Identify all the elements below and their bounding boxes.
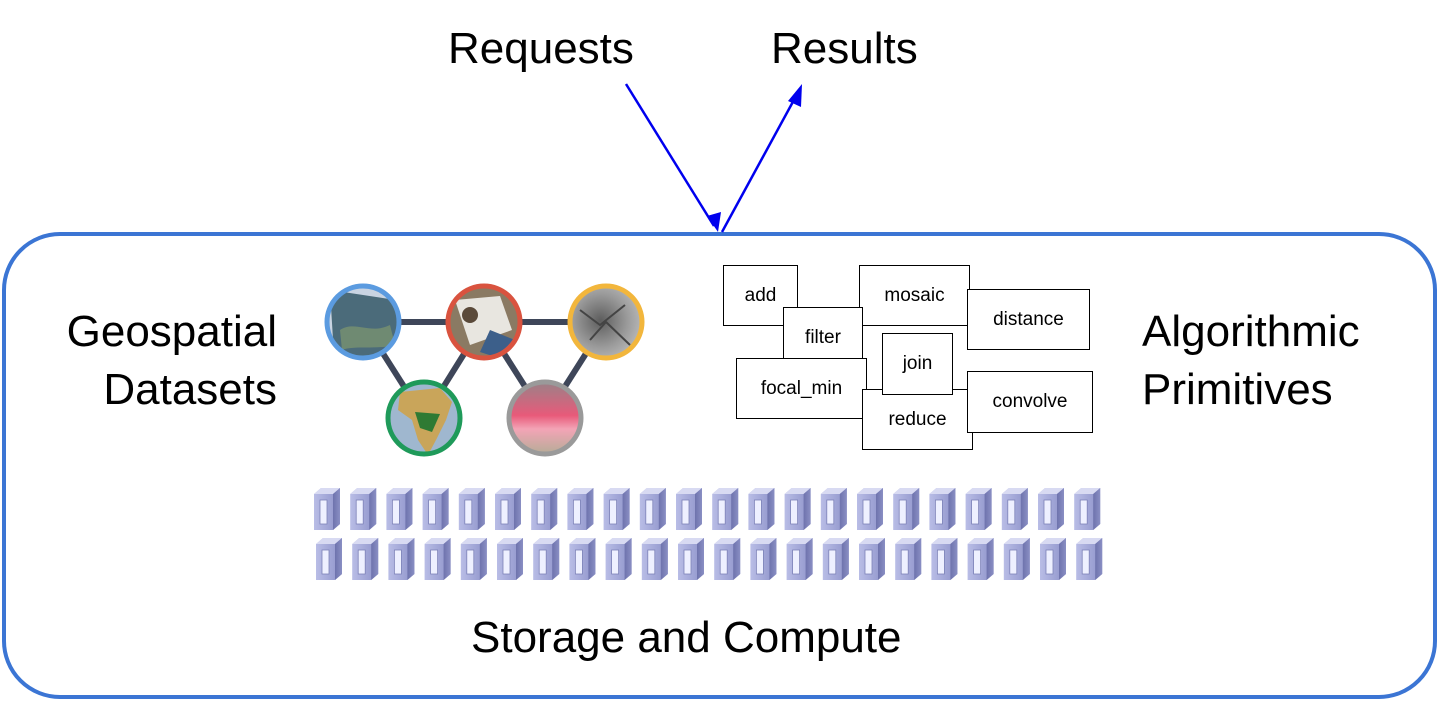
server-icon xyxy=(711,487,739,531)
server-icon xyxy=(313,487,341,531)
server-icon xyxy=(820,487,848,531)
primitive-focal-min: focal_min xyxy=(736,358,867,419)
server-icon xyxy=(422,487,450,531)
atmospheric-profile-image xyxy=(506,379,584,457)
algorithmic-primitives-label: Algorithmic Primitives xyxy=(1142,307,1360,414)
server-icon xyxy=(858,537,886,581)
server-icon xyxy=(315,537,343,581)
server-icon xyxy=(1075,537,1103,581)
server-icon xyxy=(569,537,596,581)
server-icon xyxy=(750,537,777,581)
server-icon xyxy=(1001,487,1029,531)
server-icon xyxy=(458,487,486,531)
server-icon xyxy=(351,537,379,581)
primitive-reduce: reduce xyxy=(862,389,973,450)
server-icon xyxy=(494,487,522,531)
satellite-scene-image xyxy=(324,283,402,361)
server-icon xyxy=(713,537,741,581)
server-icon xyxy=(532,537,560,581)
server-icon xyxy=(349,487,377,531)
system-container xyxy=(2,232,1437,699)
primitive-distance: distance xyxy=(967,289,1090,350)
server-icon xyxy=(424,537,452,581)
server-icon xyxy=(1037,487,1065,531)
server-icon xyxy=(387,537,415,581)
requests-arrow xyxy=(624,83,716,227)
server-icon xyxy=(675,487,703,531)
server-icon xyxy=(1073,487,1101,531)
server-icon xyxy=(567,487,594,531)
server-icon xyxy=(496,537,524,581)
primitive-convolve: convolve xyxy=(967,371,1093,433)
server-icon xyxy=(822,537,850,581)
requests-label: Requests xyxy=(448,24,634,73)
server-icon xyxy=(856,487,884,531)
server-icon xyxy=(929,487,956,531)
africa-map-image xyxy=(385,379,463,457)
server-icon xyxy=(639,487,667,531)
server-icon xyxy=(605,537,632,581)
server-icon xyxy=(385,487,413,531)
results-label: Results xyxy=(771,24,918,73)
server-icon xyxy=(530,487,558,531)
primitive-join: join xyxy=(882,333,953,395)
server-icon xyxy=(931,537,958,581)
server-icon xyxy=(784,487,811,531)
server-icon xyxy=(894,537,922,581)
primitive-mosaic: mosaic xyxy=(859,265,970,326)
server-icon xyxy=(1003,537,1031,581)
server-icon xyxy=(967,537,994,581)
server-icon xyxy=(677,537,705,581)
server-icon xyxy=(892,487,920,531)
composite-image xyxy=(445,283,523,361)
results-arrow xyxy=(720,97,797,233)
server-icon xyxy=(748,487,775,531)
storage-and-compute-label: Storage and Compute xyxy=(471,613,902,662)
server-icon xyxy=(965,487,992,531)
server-icon xyxy=(641,537,669,581)
terrain-hillshade-image xyxy=(567,283,645,361)
server-icon xyxy=(460,537,488,581)
server-icon xyxy=(1039,537,1067,581)
primitive-filter: filter xyxy=(783,307,863,368)
server-icon xyxy=(786,537,813,581)
geospatial-datasets-label: Geospatial Datasets xyxy=(66,307,277,414)
server-icon xyxy=(603,487,630,531)
